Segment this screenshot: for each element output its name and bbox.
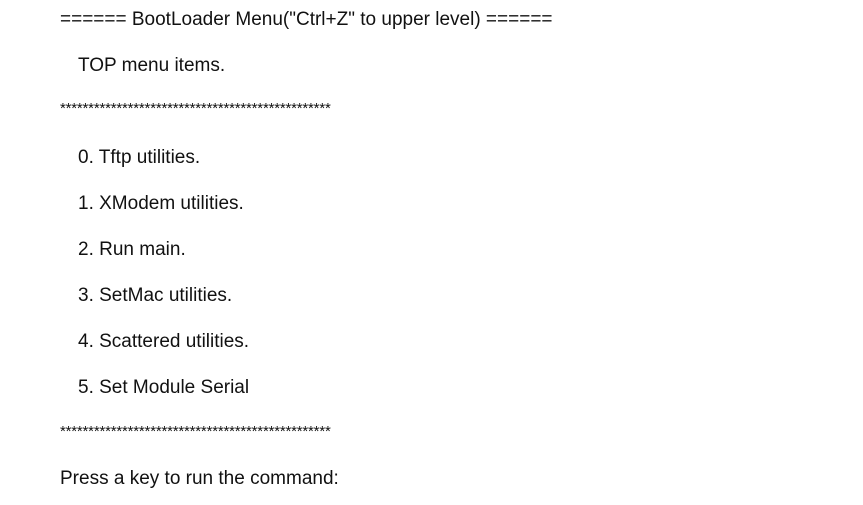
menu-header: ====== BootLoader Menu("Ctrl+Z" to upper… (60, 9, 553, 30)
menu-item-run-main[interactable]: 2. Run main. (78, 239, 186, 260)
menu-item-setmac-utilities[interactable]: 3. SetMac utilities. (78, 285, 233, 306)
menu-item-set-module-serial[interactable]: 5. Set Module Serial (78, 377, 250, 398)
separator-top: ****************************************… (60, 100, 331, 117)
menu-subtitle: TOP menu items. (78, 55, 226, 76)
menu-item-xmodem-utilities[interactable]: 1. XModem utilities. (78, 193, 244, 214)
command-prompt: Press a key to run the command: (60, 468, 339, 489)
menu-item-tftp-utilities[interactable]: 0. Tftp utilities. (78, 147, 201, 168)
separator-bottom: ****************************************… (60, 423, 331, 440)
menu-item-scattered-utilities[interactable]: 4. Scattered utilities. (78, 331, 250, 352)
